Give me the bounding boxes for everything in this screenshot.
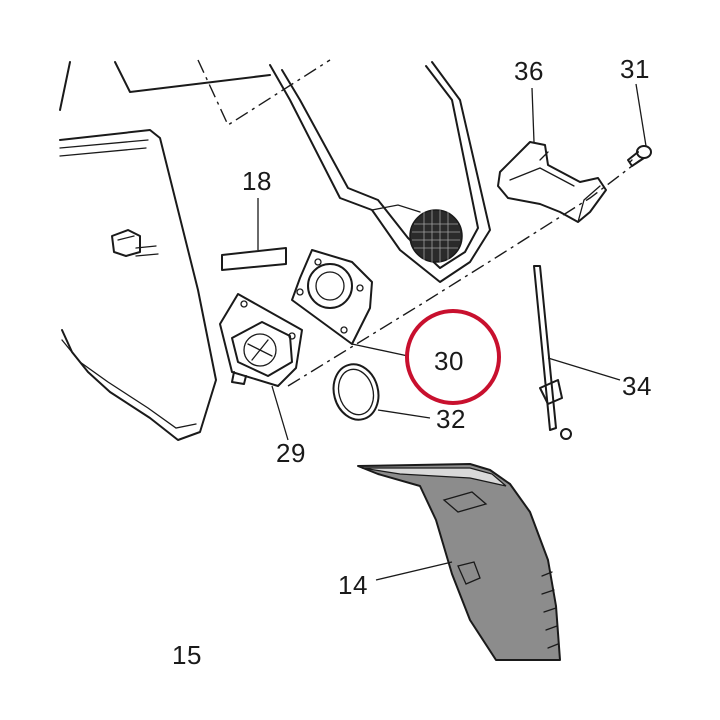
leader-30 xyxy=(351,343,409,357)
callout-30: 30 xyxy=(434,346,464,376)
callout-36: 36 xyxy=(514,56,544,86)
part-31-screw xyxy=(627,145,652,167)
assembly-axis-line xyxy=(287,159,641,387)
part-18-strip xyxy=(221,198,287,271)
callout-15: 15 xyxy=(172,640,202,670)
part-30-flange xyxy=(291,249,373,345)
center-frame xyxy=(269,61,491,283)
callout-31: 31 xyxy=(620,54,650,84)
leader-36 xyxy=(531,87,535,143)
left-housing-shell xyxy=(59,129,217,441)
part-36-bracket xyxy=(497,141,607,223)
enclosure-top-left xyxy=(59,59,331,127)
callout-18: 18 xyxy=(242,166,272,196)
callout-32: 32 xyxy=(436,404,466,434)
callout-14: 14 xyxy=(338,570,368,600)
leader-31 xyxy=(635,83,647,147)
callout-29: 29 xyxy=(276,438,306,468)
part-29-duct-housing xyxy=(219,293,303,441)
highlight-ring xyxy=(405,309,501,405)
part-14-side-panel xyxy=(357,463,561,661)
part-32-o-ring xyxy=(332,363,431,421)
part-34-cable-tie xyxy=(533,265,621,440)
callout-34: 34 xyxy=(622,371,652,401)
speaker-grille-icon xyxy=(409,209,463,263)
